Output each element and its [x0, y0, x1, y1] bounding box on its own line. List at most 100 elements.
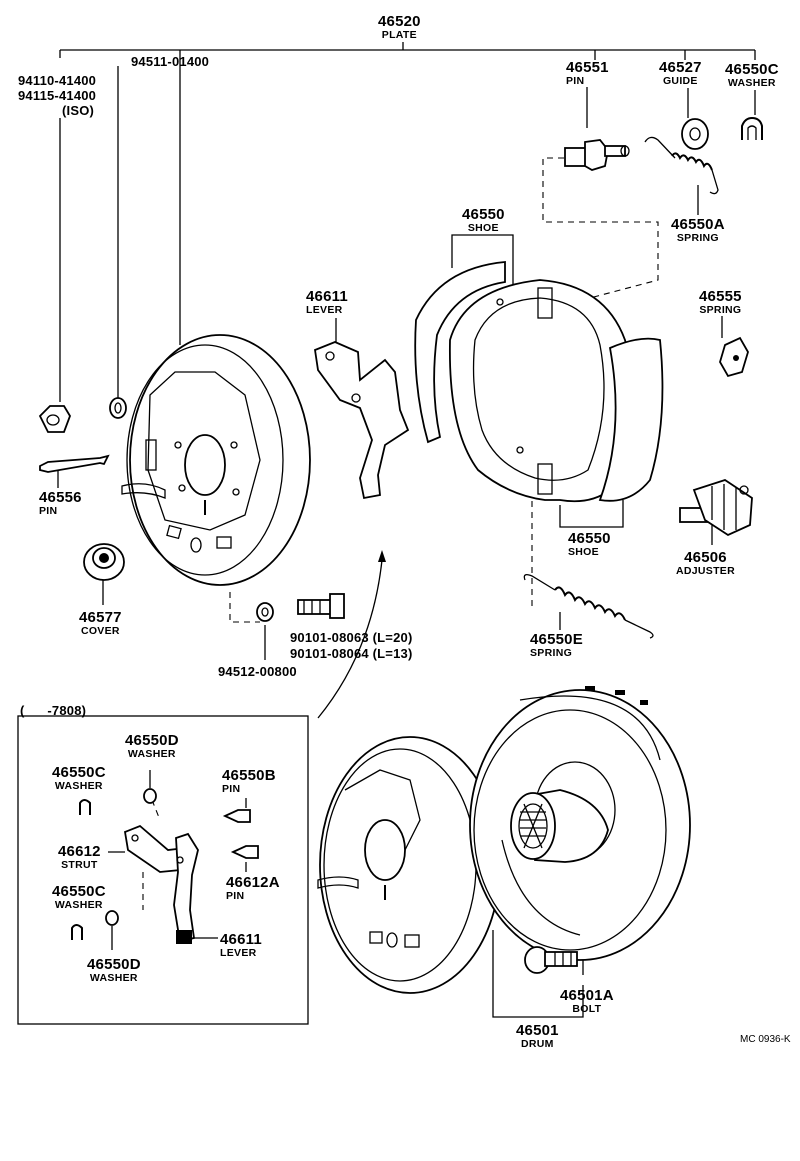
- part-number-b: 94115-41400: [18, 88, 97, 103]
- part-name: WASHER: [727, 77, 776, 89]
- part-number-l20: 90101-08063 (L=20): [290, 630, 413, 645]
- part-name: PIN: [566, 75, 585, 87]
- pin-46551-icon: [564, 139, 630, 171]
- label-lever-top: 46611 LEVER: [306, 289, 348, 316]
- clip-washer-icon: [741, 116, 763, 140]
- inset-parts-icon: [71, 770, 259, 950]
- part-number: 46550D: [87, 956, 141, 973]
- label-shoe-top: 46550 SHOE: [462, 207, 505, 234]
- part-name: WASHER: [54, 780, 103, 792]
- guide-icon: [681, 118, 709, 150]
- part-note: (ISO): [62, 103, 95, 118]
- label-plate: 46520 PLATE: [378, 14, 421, 41]
- part-name: COVER: [80, 625, 120, 637]
- part-number: 46611: [306, 288, 348, 305]
- part-number-l13: 90101-08064 (L=13): [290, 646, 413, 661]
- part-number: 46550C: [52, 764, 106, 781]
- part-name: PIN: [222, 783, 241, 795]
- part-number: 46550: [568, 530, 611, 547]
- label-cover: 46577 COVER: [79, 610, 122, 637]
- part-number: 46506: [684, 549, 727, 566]
- part-number: 46550A: [671, 216, 725, 233]
- part-name: WASHER: [127, 748, 176, 760]
- part-name: WASHER: [54, 899, 103, 911]
- part-name: LEVER: [220, 947, 257, 959]
- brake-shoe-icon: [414, 261, 664, 503]
- part-number: 46611: [220, 931, 262, 948]
- part-number: 46612A: [226, 874, 280, 891]
- spring-46555-icon: [719, 336, 749, 378]
- part-number: 46520: [378, 13, 421, 30]
- label-inset-washer-c-bottom: 46550C WASHER: [52, 884, 106, 911]
- label-inset-washer-c-top: 46550C WASHER: [52, 765, 106, 792]
- label-washer-46550c: 46550C WASHER: [725, 62, 779, 89]
- part-number: 46551: [566, 59, 609, 76]
- adjuster-icon: [679, 479, 753, 537]
- inset-range: ( -7808): [20, 703, 87, 718]
- part-number: 46527: [659, 59, 702, 76]
- parking-brake-lever-icon: [314, 341, 410, 500]
- bolt-icon: [297, 593, 345, 619]
- part-number: 46577: [79, 609, 122, 626]
- label-inset-washer-d-top: 46550D WASHER: [125, 733, 179, 760]
- label-bolt-46501a: 46501A BOLT: [560, 988, 614, 1015]
- part-name: SPRING: [699, 304, 742, 316]
- label-shoe-bottom: 46550 SHOE: [568, 531, 611, 558]
- part-number: 46555: [699, 288, 742, 305]
- part-number: 46550B: [222, 767, 276, 784]
- assembly-arrow-icon: [317, 550, 386, 719]
- label-spring-46550a: 46550A SPRING: [671, 217, 725, 244]
- nut-icon: [38, 405, 71, 433]
- label-spring-46555: 46555 SPRING: [699, 289, 742, 316]
- part-number: 46550: [462, 206, 505, 223]
- part-number: 46556: [39, 489, 82, 506]
- part-name: ADJUSTER: [676, 565, 735, 577]
- part-name: SPRING: [530, 647, 573, 659]
- part-number: 46550D: [125, 732, 179, 749]
- label-nut: 94110-41400 94115-41400 (ISO): [18, 74, 96, 117]
- hub-bolt-icon: [524, 946, 578, 974]
- part-number: 46550C: [725, 61, 779, 78]
- part-name: SHOE: [568, 546, 599, 558]
- part-number: 46501: [516, 1022, 559, 1039]
- lock-washer-icon: [109, 397, 127, 419]
- part-name: SHOE: [467, 222, 499, 234]
- part-number: 46550E: [530, 631, 583, 648]
- label-guide: 46527 GUIDE: [659, 60, 702, 87]
- part-number: 94512-00800: [218, 664, 297, 679]
- diagram-code: MC 0936-K: [740, 1034, 791, 1045]
- label-pin-46556: 46556 PIN: [39, 490, 82, 517]
- spring-46550a-icon: [644, 136, 719, 195]
- part-number: 46501A: [560, 987, 614, 1004]
- label-spring-46550e: 46550E SPRING: [530, 632, 583, 659]
- label-inset-washer-d-bottom: 46550D WASHER: [87, 957, 141, 984]
- part-number: 94511-01400: [131, 54, 210, 69]
- backing-plate-icon: [121, 334, 311, 586]
- brake-drum-icon: [469, 686, 691, 961]
- part-number: 46550C: [52, 883, 106, 900]
- part-name: PIN: [226, 890, 245, 902]
- backing-plate-lower-icon: [317, 736, 501, 994]
- label-pin-46551: 46551 PIN: [566, 60, 609, 87]
- label-inset-strut: 46612 STRUT: [58, 844, 101, 871]
- label-inset-pin-b: 46550B PIN: [222, 768, 276, 795]
- spring-46550e-icon: [523, 574, 654, 639]
- part-name: DRUM: [521, 1038, 554, 1050]
- cover-icon: [83, 543, 125, 581]
- label-inset-pin-a: 46612A PIN: [226, 875, 280, 902]
- part-name: GUIDE: [662, 75, 698, 87]
- part-name: LEVER: [306, 304, 343, 316]
- part-name: PLATE: [381, 29, 417, 41]
- pin-icon: [39, 454, 110, 473]
- washer-icon: [256, 602, 274, 622]
- part-number: 46612: [58, 843, 101, 860]
- part-name: STRUT: [61, 859, 98, 871]
- part-name: WASHER: [89, 972, 138, 984]
- inset-box: [17, 715, 309, 1025]
- label-bolt-90101: 90101-08063 (L=20) 90101-08064 (L=13): [290, 631, 413, 660]
- part-name: PIN: [39, 505, 58, 517]
- label-adjuster: 46506 ADJUSTER: [676, 550, 735, 577]
- part-name: SPRING: [676, 232, 719, 244]
